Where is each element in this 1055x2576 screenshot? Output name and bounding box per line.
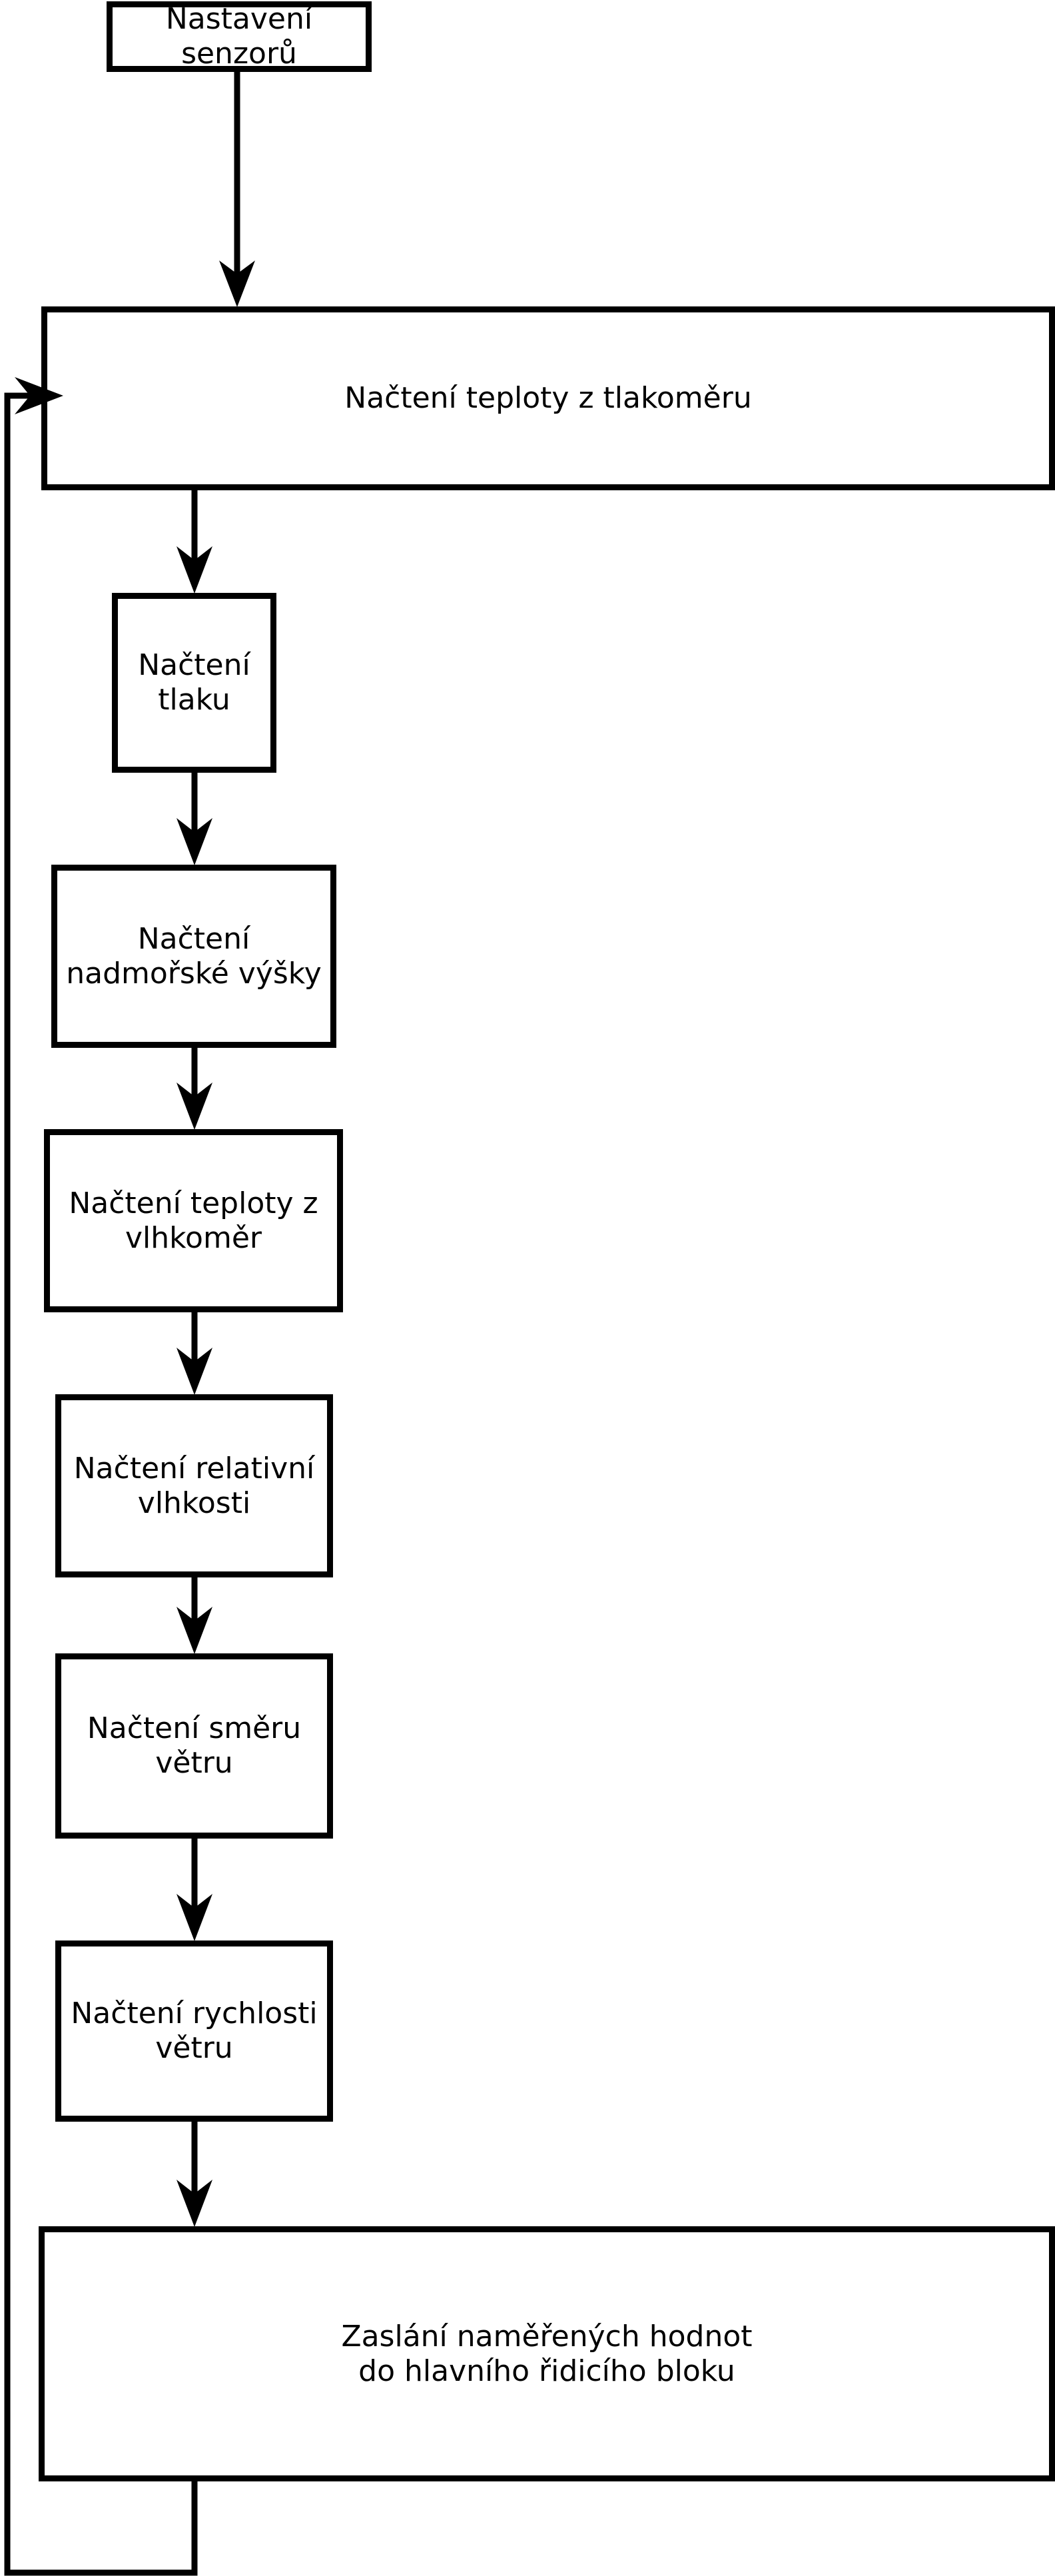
node-box-8[interactable] (55, 1940, 333, 2122)
connector-arrow-5-6 (176, 1312, 212, 1395)
node-box-5[interactable] (44, 1129, 343, 1312)
connector-arrow-2-3 (176, 490, 212, 594)
connector-arrow-1-2 (219, 72, 255, 307)
connector-loopback-9-2 (4, 377, 198, 2576)
node-box-9[interactable] (39, 2226, 1055, 2481)
connector-arrow-7-8 (176, 1839, 212, 1941)
node-box-7[interactable] (55, 1653, 333, 1839)
connector-arrow-8-9 (176, 2122, 212, 2227)
node-box-2[interactable] (41, 306, 1055, 490)
connector-arrow-6-7 (176, 1577, 212, 1654)
node-box-1[interactable] (107, 1, 372, 72)
node-box-3[interactable] (112, 593, 276, 773)
connector-arrow-4-5 (176, 1048, 212, 1130)
node-box-6[interactable] (55, 1394, 333, 1577)
node-box-4[interactable] (51, 865, 336, 1048)
connector-arrow-3-4 (176, 773, 212, 865)
